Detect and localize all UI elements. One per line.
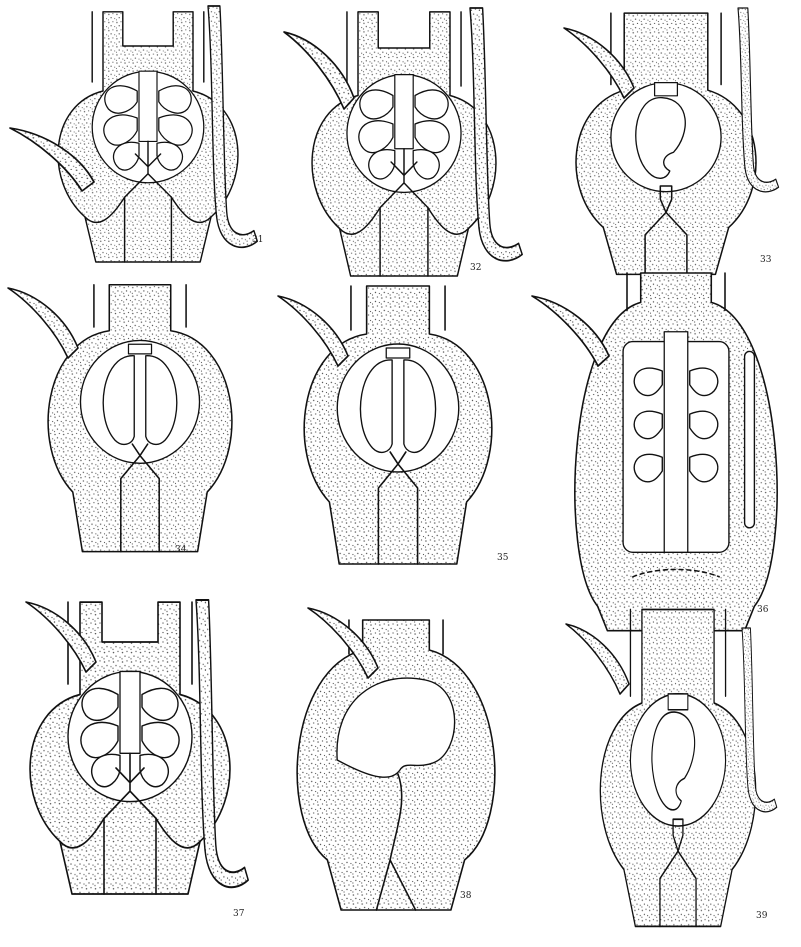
figure-33: 33 — [564, 8, 779, 274]
figure-number-37: 37 — [233, 909, 245, 919]
figure-number-32: 32 — [470, 263, 481, 273]
figure-32: 32 — [284, 8, 522, 276]
figure-31: 31 — [10, 6, 263, 262]
figure-38: 38 — [297, 608, 495, 910]
figure-34: 34 — [8, 285, 232, 555]
figure-36: 36 — [532, 273, 777, 631]
figure-number-36: 36 — [757, 605, 769, 615]
figure-37: 37 — [26, 600, 248, 919]
figure-number-39: 39 — [756, 911, 768, 921]
figure-number-35: 35 — [497, 553, 509, 563]
figure-number-31: 31 — [252, 235, 263, 245]
figure-number-33: 33 — [760, 255, 772, 265]
figure-number-34: 34 — [175, 545, 187, 555]
figure-number-38: 38 — [460, 891, 472, 901]
figure-39: 39 — [566, 609, 777, 926]
figure-35: 35 — [278, 286, 509, 564]
